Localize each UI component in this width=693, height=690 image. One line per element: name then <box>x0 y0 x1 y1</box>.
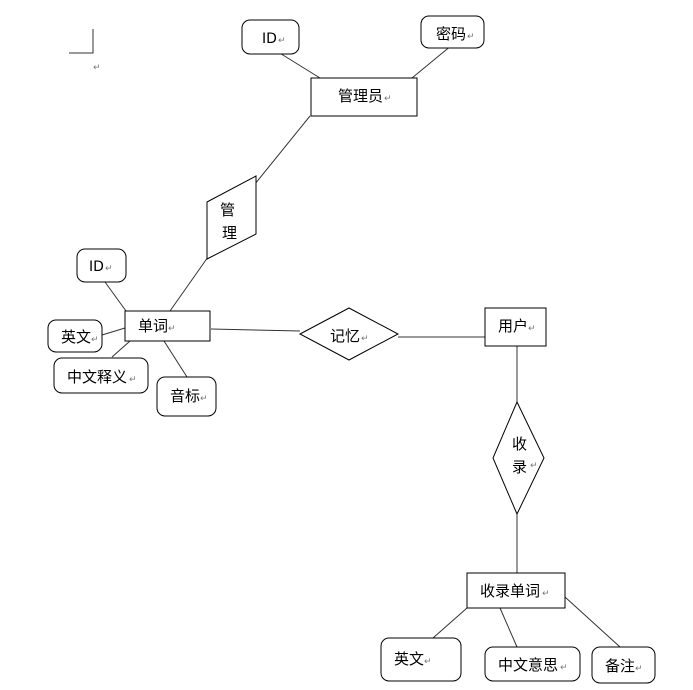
attribute-saved-english: 英文 ↵ <box>380 637 462 682</box>
relationship-collect: 收 录 ↵ <box>492 400 545 516</box>
paragraph-mark: ↵ <box>129 375 137 385</box>
line-word-english <box>101 327 126 336</box>
attribute-admin-id-label: ID <box>262 31 277 47</box>
attribute-admin-password-label: 密码 <box>436 25 466 43</box>
entity-user-label: 用户 <box>498 317 528 335</box>
attribute-admin-id: ID ↵ <box>241 19 300 55</box>
paragraph-mark: ↵ <box>91 335 99 345</box>
paragraph-mark: ↵ <box>467 32 475 42</box>
connector-lines <box>101 44 621 648</box>
page-corner-mark <box>69 29 94 54</box>
paragraph-mark: ↵ <box>361 334 369 344</box>
entity-saved-word-label: 收录单词 <box>480 582 540 600</box>
attribute-saved-chinese-meaning: 中文意思 ↵ <box>484 646 581 682</box>
line-saved-note <box>564 596 621 648</box>
attribute-word-chinese-meaning-label: 中文释义 <box>67 368 127 386</box>
entity-user: 用户 ↵ <box>484 307 547 347</box>
entity-admin: 管理员 ↵ <box>310 77 418 117</box>
relationship-collect-char-1: 收 <box>512 435 527 453</box>
paragraph-mark: ↵ <box>528 324 536 334</box>
relationship-manage-char-1: 管 <box>220 201 235 219</box>
line-word-memorize <box>210 328 301 332</box>
attribute-word-chinese-meaning: 中文释义 ↵ <box>53 357 149 394</box>
attribute-word-english: 英文 ↵ <box>47 319 103 353</box>
paragraph-mark: ↵ <box>93 63 101 73</box>
paragraph-mark: ↵ <box>424 657 432 667</box>
attribute-word-id-label: ID <box>89 259 104 275</box>
entity-saved-word: 收录单词 ↵ <box>466 572 566 609</box>
paragraph-mark: ↵ <box>200 394 208 404</box>
attribute-admin-password: 密码 ↵ <box>420 15 485 49</box>
line-saved-meaning <box>499 607 518 648</box>
line-manage-word <box>169 256 209 312</box>
line-word-meaning <box>111 340 131 358</box>
paragraph-mark: ↵ <box>635 664 643 674</box>
attribute-saved-chinese-meaning-label: 中文意思 <box>498 656 558 674</box>
attribute-saved-note-label: 备注 <box>605 657 635 675</box>
attribute-word-phonetic: 音标 ↵ <box>156 376 217 417</box>
attribute-word-english-label: 英文 <box>61 328 91 346</box>
relationship-manage-char-2: 理 <box>222 224 237 242</box>
relationship-manage: 管 理 <box>206 175 257 260</box>
line-admin-password <box>411 44 453 79</box>
entity-word: 单词 ↵ <box>124 310 211 342</box>
relationship-collect-char-2: 录 <box>512 458 527 476</box>
entity-admin-label: 管理员 <box>338 87 383 105</box>
paragraph-mark: ↵ <box>560 663 568 673</box>
paragraph-mark: ↵ <box>530 461 538 471</box>
entity-word-label: 单词 <box>138 317 168 335</box>
line-word-phonetic <box>163 340 188 378</box>
paragraph-mark: ↵ <box>105 264 113 274</box>
attribute-saved-english-label: 英文 <box>394 650 424 668</box>
relationship-memorize-label: 记忆 <box>330 327 360 345</box>
paragraph-mark: ↵ <box>278 36 286 46</box>
attribute-word-id: ID ↵ <box>76 248 127 283</box>
line-word-id <box>104 281 127 312</box>
attribute-word-phonetic-label: 音标 <box>170 387 200 405</box>
paragraph-mark: ↵ <box>384 94 392 104</box>
relationship-memorize: 记忆 ↵ <box>298 307 400 361</box>
paragraph-mark: ↵ <box>542 589 550 599</box>
attribute-saved-note: 备注 ↵ <box>591 646 656 684</box>
paragraph-mark: ↵ <box>168 324 176 334</box>
line-admin-id <box>277 51 321 79</box>
line-saved-english <box>432 607 468 639</box>
